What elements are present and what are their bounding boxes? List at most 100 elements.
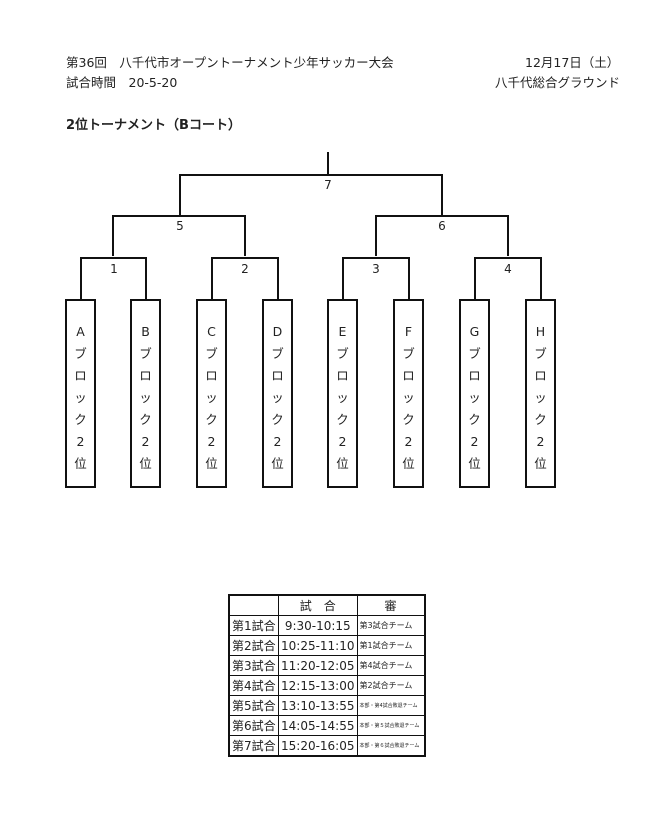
team-letter: B <box>141 324 150 339</box>
team-char: ロ <box>402 368 415 383</box>
table-row: 第5試合 13:10-13:55 本部・第4試合敗退チーム <box>228 695 425 716</box>
team-char: 位 <box>468 456 481 471</box>
team-char: ブ <box>74 346 87 361</box>
team-char: ク <box>271 412 284 427</box>
team-char: ブ <box>139 346 152 361</box>
team-letter: A <box>76 324 85 339</box>
team-letter: F <box>404 324 413 339</box>
table-header-row: 試 合 審 <box>228 594 425 616</box>
table-row: 第4試合 12:15-13:00 第2試合チーム <box>228 675 425 696</box>
team-char: 2 <box>273 434 282 449</box>
team-char: 位 <box>205 456 218 471</box>
row-referee: 第3試合チーム <box>356 615 425 636</box>
team-char: ク <box>534 412 547 427</box>
match-number-4: 4 <box>504 262 512 276</box>
team-char: ッ <box>205 390 218 405</box>
team-char: ッ <box>139 390 152 405</box>
team-char: ク <box>74 412 87 427</box>
row-referee: 本部・第６試合敗退チーム <box>356 735 425 757</box>
row-time: 13:10-13:55 <box>278 695 358 716</box>
team-char: ブ <box>336 346 349 361</box>
table-row: 第7試合 15:20-16:05 本部・第６試合敗退チーム <box>228 735 425 757</box>
match-number-6: 6 <box>438 219 446 233</box>
table-row: 第2試合 10:25-11:10 第1試合チーム <box>228 635 425 656</box>
row-referee: 第4試合チーム <box>356 655 425 676</box>
row-label: 第1試合 <box>228 615 279 636</box>
row-referee: 本部・第５試合敗退チーム <box>356 715 425 736</box>
team-char: ブ <box>402 346 415 361</box>
row-label: 第4試合 <box>228 675 279 696</box>
team-char: ッ <box>468 390 481 405</box>
row-time: 14:05-14:55 <box>278 715 358 736</box>
team-char: ク <box>139 412 152 427</box>
row-label: 第3試合 <box>228 655 279 676</box>
match-number-1: 1 <box>110 262 118 276</box>
team-char: ッ <box>271 390 284 405</box>
column-header-blank <box>228 594 279 616</box>
team-char: ロ <box>534 368 547 383</box>
team-char: ブ <box>205 346 218 361</box>
team-char: 2 <box>536 434 545 449</box>
column-header-match: 試 合 <box>278 594 358 616</box>
team-char: ク <box>205 412 218 427</box>
team-box-h: H ブ ロ ッ ク 2 位 <box>525 299 556 488</box>
qf-3-connector <box>342 257 410 299</box>
team-letter: E <box>338 324 347 339</box>
column-header-referee: 審 <box>356 594 425 616</box>
team-char: 2 <box>76 434 85 449</box>
team-box-a: A ブ ロ ッ ク 2 位 <box>65 299 96 488</box>
team-letter: D <box>272 324 283 339</box>
event-date: 12月17日（土） <box>525 55 620 70</box>
team-char: 2 <box>207 434 216 449</box>
team-char: ブ <box>468 346 481 361</box>
team-char: ブ <box>271 346 284 361</box>
team-char: ロ <box>139 368 152 383</box>
team-box-c: C ブ ロ ッ ク 2 位 <box>196 299 227 488</box>
row-label: 第2試合 <box>228 635 279 656</box>
row-time: 12:15-13:00 <box>278 675 358 696</box>
match-number-2: 2 <box>241 262 249 276</box>
row-time: 11:20-12:05 <box>278 655 358 676</box>
schedule-table: 試 合 審 第1試合 9:30-10:15 第3試合チーム 第2試合 10:25… <box>228 594 426 757</box>
team-char: 2 <box>141 434 150 449</box>
row-referee: 第2試合チーム <box>356 675 425 696</box>
team-box-e: E ブ ロ ッ ク 2 位 <box>327 299 358 488</box>
team-char: ッ <box>74 390 87 405</box>
team-char: 2 <box>470 434 479 449</box>
match-number-5: 5 <box>176 219 184 233</box>
qf-1-connector <box>80 257 147 299</box>
team-char: ロ <box>74 368 87 383</box>
team-char: 位 <box>336 456 349 471</box>
team-char: ッ <box>402 390 415 405</box>
team-char: ロ <box>468 368 481 383</box>
row-label: 第5試合 <box>228 695 279 716</box>
venue: 八千代総合グラウンド <box>495 75 621 90</box>
team-char: ロ <box>271 368 284 383</box>
team-char: 2 <box>404 434 413 449</box>
team-char: ロ <box>205 368 218 383</box>
semi-6-connector <box>375 215 509 256</box>
team-char: 位 <box>74 456 87 471</box>
team-char: ク <box>336 412 349 427</box>
team-char: 位 <box>271 456 284 471</box>
row-time: 9:30-10:15 <box>278 615 358 636</box>
team-letter: C <box>207 324 216 339</box>
qf-2-connector <box>211 257 279 299</box>
team-box-b: B ブ ロ ッ ク 2 位 <box>130 299 161 488</box>
qf-4-connector <box>474 257 542 299</box>
team-char: 位 <box>534 456 547 471</box>
match-number-3: 3 <box>372 262 380 276</box>
team-letter: H <box>535 324 546 339</box>
team-letter: G <box>469 324 480 339</box>
row-time: 10:25-11:10 <box>278 635 358 656</box>
team-char: ク <box>468 412 481 427</box>
match-time: 試合時間 20-5-20 <box>66 75 178 90</box>
team-box-d: D ブ ロ ッ ク 2 位 <box>262 299 293 488</box>
match-number-7: 7 <box>324 178 332 192</box>
team-char: 位 <box>402 456 415 471</box>
row-label: 第6試合 <box>228 715 279 736</box>
table-row: 第3試合 11:20-12:05 第4試合チーム <box>228 655 425 676</box>
row-time: 15:20-16:05 <box>278 735 358 757</box>
row-referee: 本部・第4試合敗退チーム <box>356 695 425 716</box>
